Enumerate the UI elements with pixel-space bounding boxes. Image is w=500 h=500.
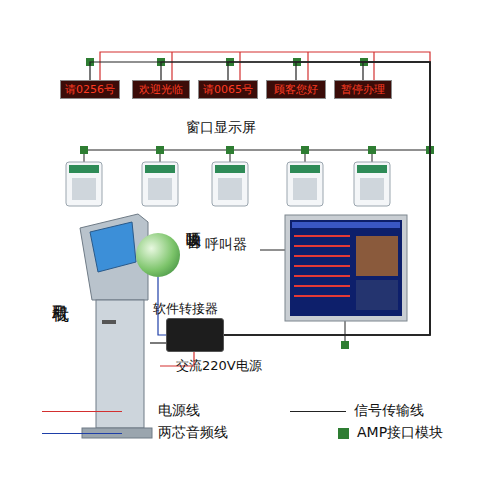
legend-row: AMP接口模块 (290, 424, 443, 442)
node-label: 软件转接器 (153, 300, 218, 318)
connector (150, 343, 166, 344)
led-text: 请0065号 (203, 82, 253, 97)
legend-row: 两芯音频线 (42, 424, 228, 442)
ceiling-speaker: 吸顶音响 (136, 233, 180, 277)
window-display: 暂停办理 (334, 80, 392, 99)
connector-line (161, 62, 430, 335)
display-monitor (285, 215, 407, 321)
caller-device (66, 162, 390, 206)
legend-swatch (338, 428, 349, 439)
connector-line (90, 62, 430, 335)
connector-line (150, 342, 166, 343)
free-label: 交流220V电源 (176, 357, 262, 375)
connector (224, 62, 430, 335)
legend-text: 两芯音频线 (158, 424, 228, 442)
window-display: 请0256号 (60, 80, 120, 99)
led-text: 欢迎光临 (139, 82, 183, 97)
legend-text: AMP接口模块 (357, 424, 443, 442)
legend-row: 电源线 (42, 402, 200, 420)
window-display: 顾客您好 (266, 80, 326, 99)
led-text: 顾客您好 (274, 82, 318, 97)
legend-text: 电源线 (158, 402, 200, 420)
legend-text: 信号传输线 (354, 402, 424, 420)
window-display: 请0065号 (198, 80, 258, 99)
free-label: 呼叫器 (205, 236, 247, 254)
window-display: 欢迎光临 (132, 80, 190, 99)
legend-line-sample (290, 411, 346, 412)
connector-line (224, 62, 430, 335)
free-label: 窗口显示屏 (186, 119, 256, 137)
connector-line (224, 62, 430, 335)
led-text: 请0256号 (65, 82, 115, 97)
connector (161, 62, 430, 335)
converter-box: 软件转接器 (166, 318, 224, 352)
led-text: 暂停办理 (341, 82, 385, 97)
legend-line-sample (42, 433, 122, 434)
power-line (100, 52, 430, 80)
connector-line (224, 62, 430, 335)
legend-row: 信号传输线 (290, 402, 424, 420)
connector (224, 62, 430, 335)
connector (90, 62, 430, 335)
connector (224, 62, 430, 335)
legend-line-sample (42, 411, 122, 412)
